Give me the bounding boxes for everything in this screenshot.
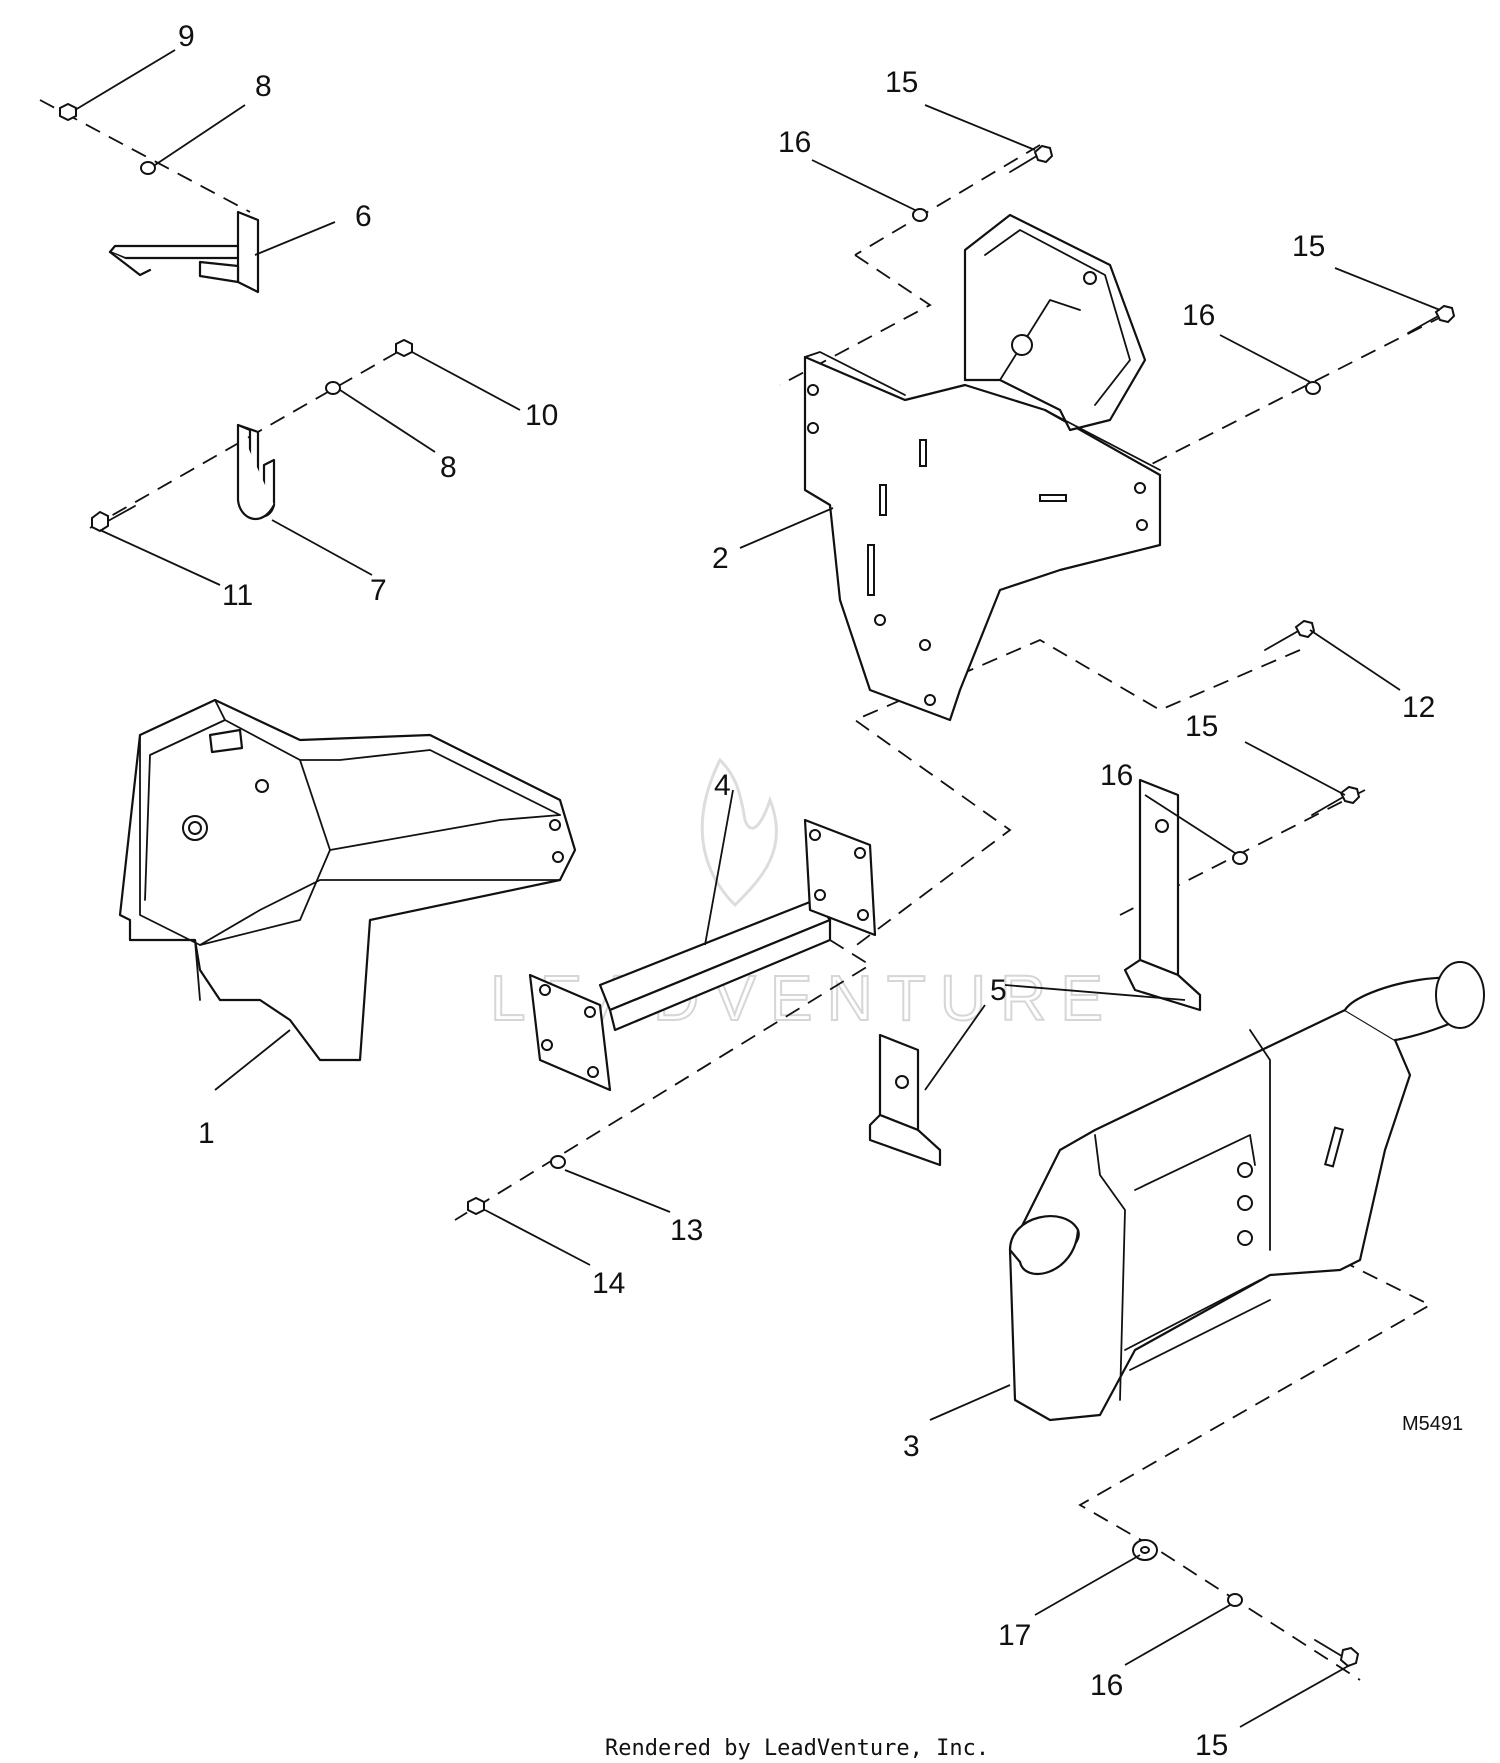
part-1-housing bbox=[118, 698, 577, 1062]
callout-15: 15 bbox=[1185, 710, 1218, 743]
callout-16: 16 bbox=[1182, 299, 1215, 332]
callout-12: 12 bbox=[1402, 691, 1435, 724]
washer-8-lower bbox=[325, 381, 341, 395]
part-7-hook bbox=[236, 423, 276, 521]
callout-6: 6 bbox=[355, 200, 372, 233]
washer-16-upper bbox=[912, 208, 928, 222]
part-6-bracket bbox=[108, 210, 260, 294]
callout-14: 14 bbox=[592, 1267, 625, 1300]
washer-16-lower bbox=[1227, 1593, 1243, 1607]
callout-10: 10 bbox=[525, 399, 558, 432]
callout-8: 8 bbox=[255, 70, 272, 103]
callout-15: 15 bbox=[1195, 1729, 1228, 1762]
callout-16: 16 bbox=[1100, 759, 1133, 792]
part-5-bracket-lower bbox=[868, 1033, 942, 1167]
bolt-15-upper bbox=[1009, 144, 1054, 173]
figure-code: M5491 bbox=[1402, 1413, 1463, 1435]
callout-2: 2 bbox=[712, 542, 729, 575]
callout-7: 7 bbox=[370, 574, 387, 607]
nut-10 bbox=[395, 338, 413, 358]
leadventure-watermark: LEADVENTURE bbox=[489, 757, 1104, 1035]
callout-5: 5 bbox=[990, 974, 1007, 1007]
washer-16-mid bbox=[1232, 851, 1248, 865]
callout-11: 11 bbox=[222, 579, 253, 612]
render-credit: Rendered by LeadVenture, Inc. bbox=[605, 1736, 989, 1761]
callout-13: 13 bbox=[670, 1214, 703, 1247]
part-2-bracket bbox=[803, 213, 1162, 722]
callout-17: 17 bbox=[998, 1619, 1031, 1652]
bolt-12 bbox=[1264, 619, 1316, 651]
callout-1: 1 bbox=[198, 1117, 215, 1150]
washer-13 bbox=[550, 1155, 566, 1169]
bolt-15-lower bbox=[1314, 1639, 1360, 1668]
nut-9 bbox=[59, 102, 77, 122]
callout-15: 15 bbox=[1292, 230, 1325, 263]
callout-9: 9 bbox=[178, 20, 195, 53]
bolt-15-right bbox=[1407, 304, 1456, 334]
part-3-frame bbox=[1008, 961, 1485, 1422]
callout-16: 16 bbox=[1090, 1669, 1123, 1702]
callout-4: 4 bbox=[714, 769, 731, 802]
bolt-11 bbox=[91, 505, 136, 533]
part-5-bracket-upper bbox=[1123, 778, 1202, 1012]
callout-8: 8 bbox=[440, 451, 457, 484]
callout-labels: 9 8 6 10 8 11 7 15 16 15 16 2 12 15 16 4… bbox=[178, 20, 1435, 1762]
part-4-crossbar bbox=[528, 818, 877, 1092]
nut-14 bbox=[467, 1196, 485, 1216]
callout-16: 16 bbox=[778, 126, 811, 159]
callout-15: 15 bbox=[885, 66, 918, 99]
leader-lines bbox=[74, 49, 1441, 1728]
washer-16-right bbox=[1305, 381, 1321, 395]
washer-8-upper bbox=[140, 161, 156, 175]
callout-3: 3 bbox=[903, 1430, 920, 1463]
bolt-15-mid bbox=[1311, 785, 1361, 816]
